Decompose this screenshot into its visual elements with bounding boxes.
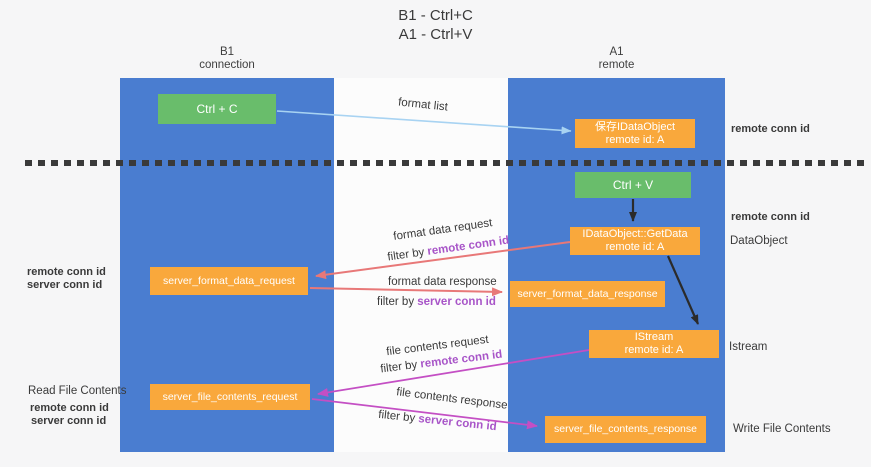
node-idataobject-getdata: IDataObject::GetData remote id: A (570, 227, 700, 255)
node-server-file-contents-response: server_file_contents_response (545, 416, 706, 443)
column-a1-name: A1 (609, 46, 624, 58)
column-a1-subtitle: remote (598, 59, 635, 71)
diagram-title: B1 - Ctrl+C A1 - Ctrl+V (0, 6, 871, 44)
node-server-format-data-response: server_format_data_response (510, 281, 665, 307)
node-format-request-label: server_format_data_request (163, 274, 295, 287)
node-ctrl-c: Ctrl + C (158, 94, 276, 124)
annotation-dataobject: DataObject (730, 235, 788, 247)
node-ctrl-c-label: Ctrl + C (196, 101, 238, 116)
node-istream-line2: remote id: A (624, 344, 684, 356)
annotation-istream: Istream (729, 341, 768, 353)
node-ctrl-v: Ctrl + V (575, 172, 691, 198)
label-filter-by-server-1: filter by server conn id (377, 296, 496, 308)
annotation-server-conn-id-left-1: server conn id (27, 279, 103, 291)
node-istream: IStream remote id: A (589, 330, 719, 358)
node-getdata-line2: remote id: A (605, 241, 665, 253)
column-header-a1: A1 remote (508, 46, 725, 72)
server-conn-id-highlight: server conn id (417, 296, 496, 308)
node-save-idataobject-line1: 保存IDataObject (594, 120, 676, 133)
title-line-2: A1 - Ctrl+V (398, 26, 473, 43)
node-server-file-contents-request: server_file_contents_request (150, 384, 310, 410)
node-format-response-label: server_format_data_response (517, 287, 658, 300)
node-file-request-label: server_file_contents_request (162, 390, 298, 403)
annotation-read-file-contents: Read File Contents (28, 385, 127, 397)
node-istream-line1: IStream (634, 331, 674, 343)
title-line-1: B1 - Ctrl+C (398, 7, 473, 24)
node-ctrl-v-label: Ctrl + V (612, 177, 654, 192)
node-getdata-line1: IDataObject::GetData (582, 228, 688, 240)
filter-prefix: filter by (377, 296, 418, 308)
annotation-remote-conn-id-left-2: remote conn id (30, 402, 109, 414)
annotation-write-file-contents: Write File Contents (733, 423, 831, 435)
column-header-b1: B1 connection (120, 46, 334, 72)
label-format-data-response: format data response (388, 276, 497, 288)
annotation-remote-conn-id-top-right: remote conn id (731, 123, 810, 135)
node-server-format-data-request: server_format_data_request (150, 267, 308, 295)
node-save-idataobject: 保存IDataObject remote id: A (575, 119, 695, 148)
column-b1-name: B1 (219, 46, 235, 58)
node-save-idataobject-line2: remote id: A (605, 133, 665, 146)
annotation-server-conn-id-left-2: server conn id (31, 415, 107, 427)
node-file-response-label: server_file_contents_response (553, 423, 697, 435)
annotation-remote-conn-id-left-1: remote conn id (27, 266, 106, 278)
column-b1-subtitle: connection (199, 59, 255, 71)
annotation-remote-conn-id-mid-right: remote conn id (731, 211, 810, 223)
